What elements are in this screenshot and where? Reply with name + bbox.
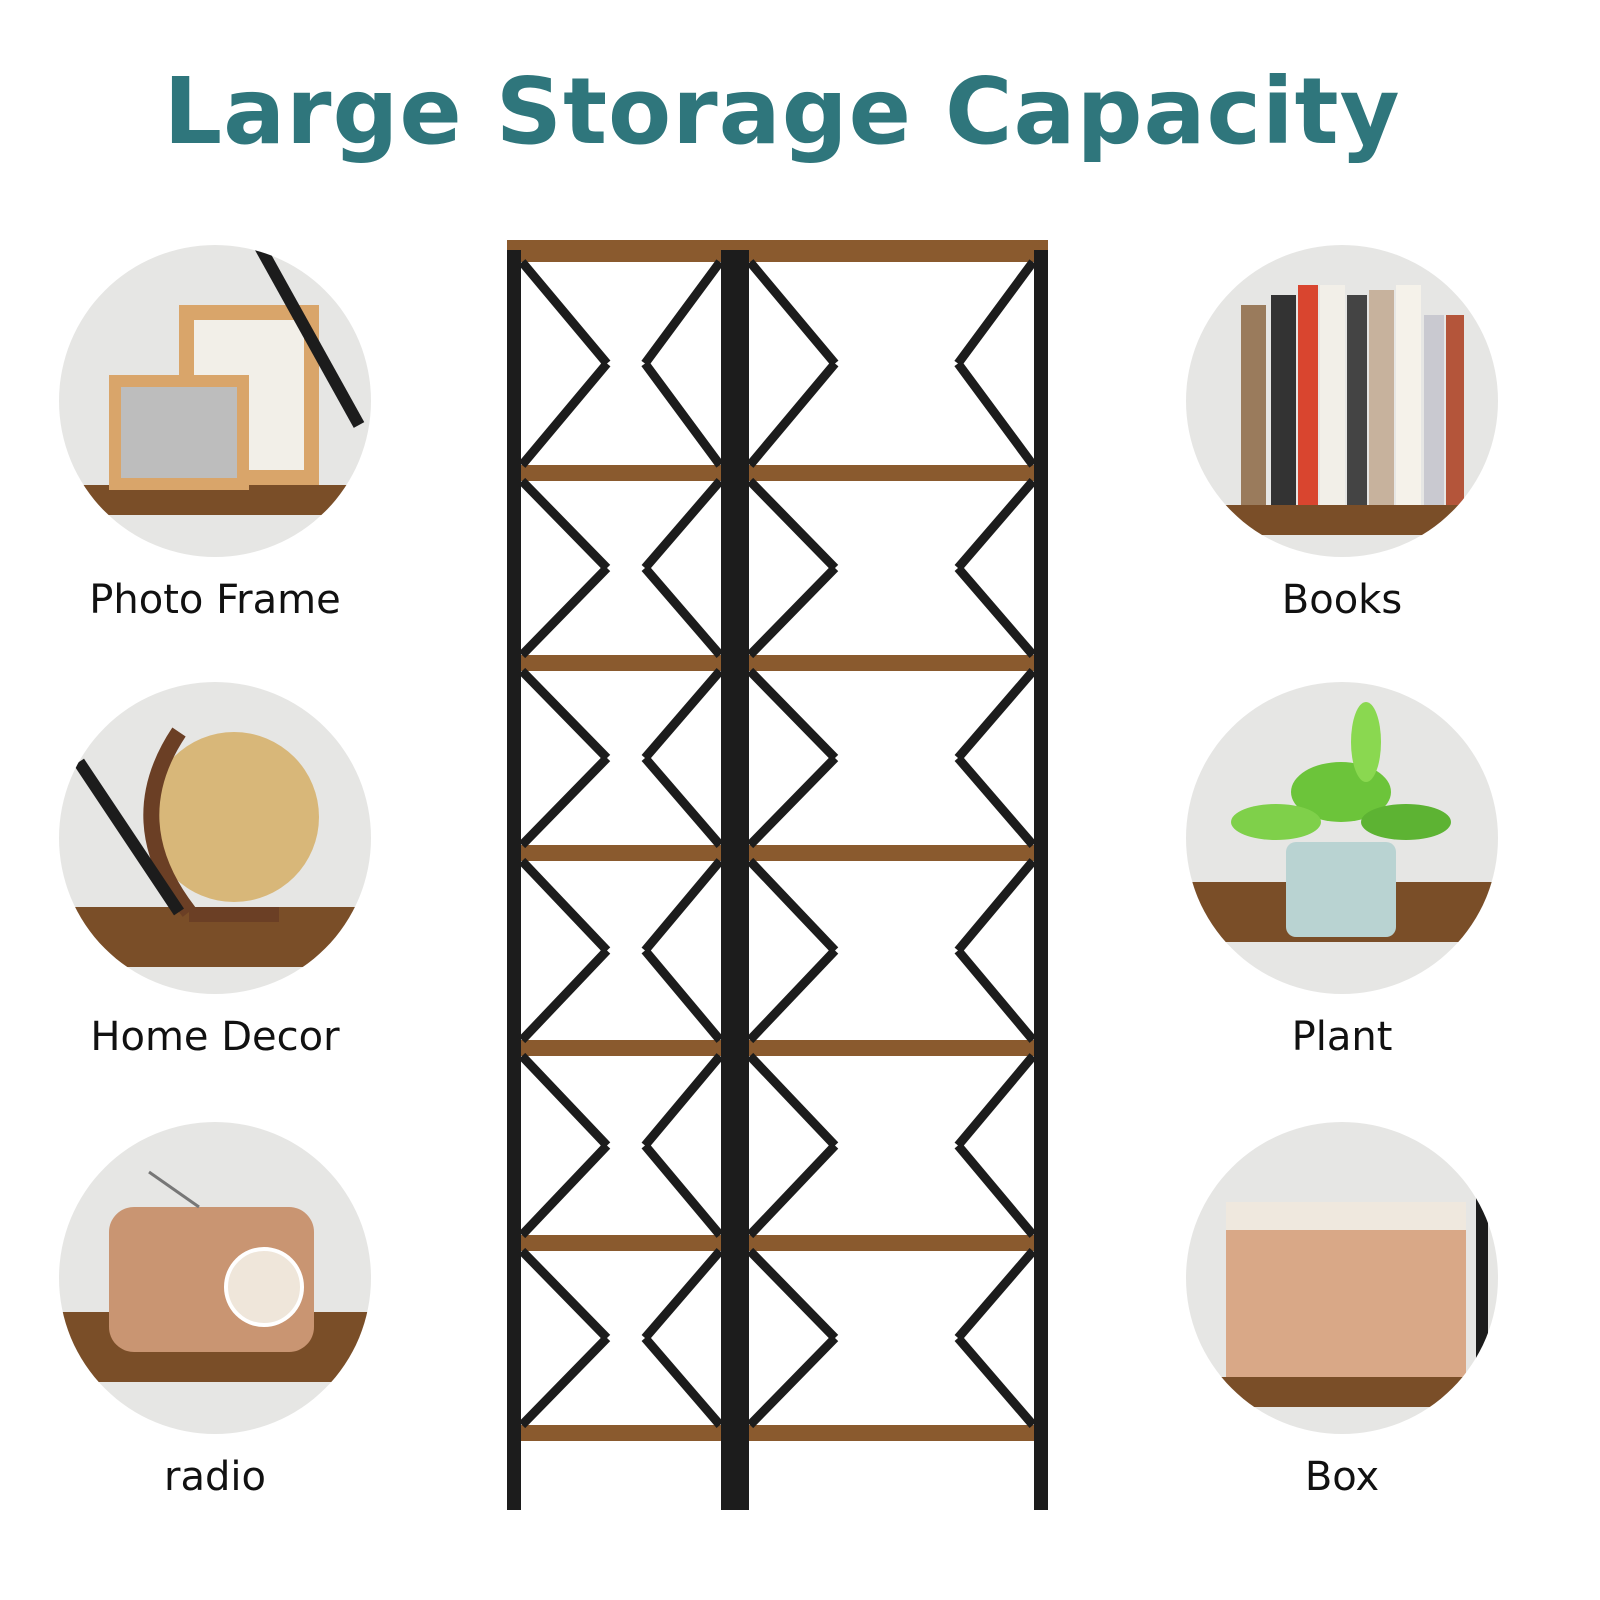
x-brace: [746, 667, 839, 762]
x-brace: [954, 668, 1037, 761]
feature-box: Box: [1182, 1122, 1502, 1500]
feature-plant: Plant: [1182, 682, 1502, 1060]
x-brace: [954, 858, 1037, 954]
shelf-board: [517, 655, 725, 671]
x-brace: [746, 1142, 839, 1239]
shelf-board: [745, 1425, 1038, 1441]
x-brace: [518, 1334, 611, 1429]
frame-post: [507, 250, 521, 1510]
x-brace: [954, 565, 1037, 658]
frame-post: [1034, 250, 1048, 1510]
feature-radio: radio: [55, 1122, 375, 1500]
photo-frame-icon: [59, 245, 371, 557]
feature-label: Plant: [1291, 1014, 1393, 1060]
shelf-board: [745, 1235, 1038, 1251]
x-brace: [518, 857, 611, 954]
frame-post: [721, 250, 735, 1510]
x-brace: [641, 259, 724, 367]
shelf-board: [745, 465, 1038, 481]
x-brace: [641, 565, 724, 658]
x-brace: [746, 754, 839, 849]
frame-post: [735, 250, 749, 1510]
x-brace: [518, 1142, 611, 1239]
shelf-board: [517, 845, 725, 861]
shelf-board: [745, 1040, 1038, 1056]
x-brace: [518, 667, 611, 762]
x-brace: [954, 1142, 1037, 1238]
x-brace: [641, 1053, 724, 1149]
x-brace: [641, 360, 724, 468]
x-brace: [641, 668, 724, 761]
radio-icon: [59, 1122, 371, 1434]
shelf-board: [745, 655, 1038, 671]
x-brace: [746, 477, 839, 572]
x-brace: [518, 1052, 611, 1149]
x-brace: [954, 360, 1037, 468]
x-brace: [518, 259, 611, 367]
x-brace: [518, 564, 611, 659]
x-brace: [746, 1247, 839, 1342]
bookshelf-illustration: [507, 240, 1048, 1510]
feature-photo-frame: Photo Frame: [55, 245, 375, 623]
globe-icon: [59, 682, 371, 994]
x-brace: [746, 857, 839, 954]
feature-home-decor: Home Decor: [55, 682, 375, 1060]
x-brace: [746, 947, 839, 1044]
feature-label: Home Decor: [90, 1014, 340, 1060]
top-board: [507, 240, 735, 262]
x-brace: [746, 1052, 839, 1149]
wicker-box-icon: [1186, 1122, 1498, 1434]
x-brace: [954, 1053, 1037, 1149]
shelf-board: [517, 465, 725, 481]
x-brace: [641, 858, 724, 954]
feature-label: Books: [1281, 577, 1403, 623]
x-brace: [641, 478, 724, 571]
x-brace: [954, 947, 1037, 1043]
x-brace: [518, 1247, 611, 1342]
feature-label: Box: [1304, 1454, 1380, 1500]
x-brace: [641, 1142, 724, 1238]
x-brace: [641, 1248, 724, 1341]
shelf-board: [517, 1425, 725, 1441]
x-brace: [641, 1335, 724, 1428]
x-brace: [518, 360, 611, 468]
page-title: Large Storage Capacity: [163, 58, 1401, 165]
x-brace: [954, 1248, 1037, 1341]
x-brace: [641, 755, 724, 848]
books-icon: [1186, 245, 1498, 557]
x-brace: [954, 478, 1037, 571]
x-brace: [746, 259, 839, 367]
shelf-board: [517, 1040, 725, 1056]
x-brace: [746, 1334, 839, 1429]
shelf-board: [517, 1235, 725, 1251]
plant-icon: [1186, 682, 1498, 994]
x-brace: [518, 754, 611, 849]
top-board: [735, 240, 1048, 262]
shelf-board: [745, 845, 1038, 861]
feature-books: Books: [1182, 245, 1502, 623]
x-brace: [518, 477, 611, 572]
x-brace: [954, 755, 1037, 848]
x-brace: [746, 360, 839, 468]
x-brace: [954, 1335, 1037, 1428]
x-brace: [954, 259, 1037, 367]
x-brace: [746, 564, 839, 659]
feature-label: Photo Frame: [89, 577, 341, 623]
x-brace: [518, 947, 611, 1044]
x-brace: [641, 947, 724, 1043]
feature-label: radio: [164, 1454, 266, 1500]
